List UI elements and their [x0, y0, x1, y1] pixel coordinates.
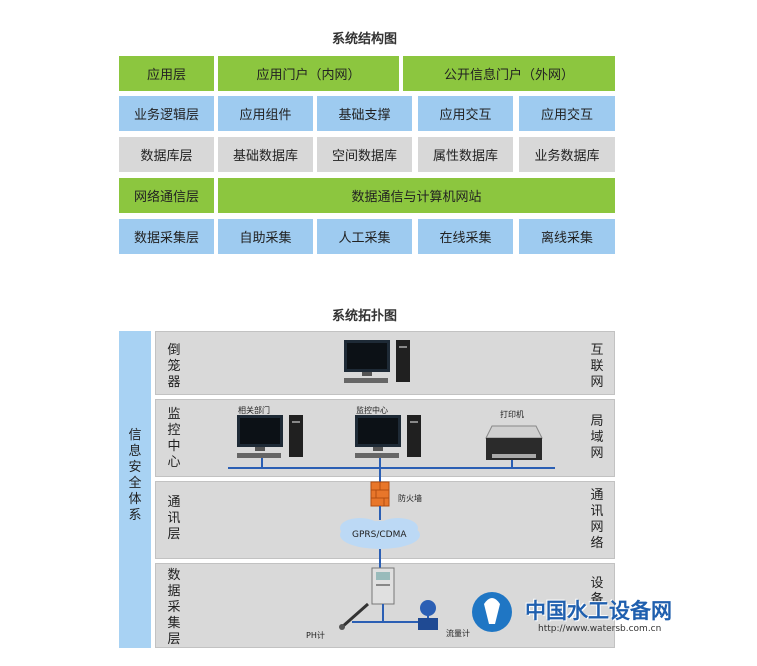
row-label-db: 数据库层	[119, 137, 214, 172]
cell-manual-collect: 人工采集	[317, 219, 412, 254]
row-label-logic: 业务逻辑层	[119, 96, 214, 131]
printer-label: 打印机	[500, 410, 524, 419]
cell-business-db: 业务数据库	[519, 137, 615, 172]
cell-app-portal-intranet: 应用门户（内网）	[218, 56, 399, 91]
band-comm-left-label: 通讯层	[167, 495, 181, 542]
band-collect-right-label: 设备	[590, 576, 604, 607]
band-collect-left-label: 数据采集层	[167, 568, 181, 647]
flow-meter-icon	[418, 600, 438, 630]
watermark-url: http://www.watersb.com.cn	[538, 624, 662, 634]
cell-public-portal-extranet: 公开信息门户（外网）	[403, 56, 615, 91]
cell-data-comm: 数据通信与计算机网站	[218, 178, 615, 213]
cell-online-collect: 在线采集	[418, 219, 513, 254]
computer-icon	[344, 340, 410, 383]
printer-icon	[485, 425, 543, 460]
row-label-app: 应用层	[119, 56, 214, 91]
structure-title: 系统结构图	[332, 32, 398, 47]
security-sidebar-label: 信息安全体系	[128, 428, 142, 523]
flow-meter-label: 流量计	[446, 629, 470, 638]
ph-meter-icon	[339, 602, 369, 630]
band-internet-left-label: 倒笼器	[167, 343, 181, 390]
cell-base-support: 基础支撑	[317, 96, 412, 131]
cell-self-collect: 自助采集	[218, 219, 313, 254]
band-lan-right-label: 局域网	[590, 414, 604, 461]
ph-meter-label: PH计	[306, 631, 325, 640]
related-dept-label: 相关部门	[238, 406, 270, 415]
cell-base-db: 基础数据库	[218, 137, 313, 172]
cell-app-component: 应用组件	[218, 96, 313, 131]
band-lan-left-label: 监控中心	[167, 407, 181, 470]
security-sidebar	[119, 331, 151, 648]
monitor-center-label: 监控中心	[356, 406, 388, 415]
computer-icon	[237, 415, 303, 458]
topology-title: 系统拓扑图	[332, 309, 398, 324]
row-label-collect: 数据采集层	[119, 219, 214, 254]
cell-offline-collect: 离线采集	[519, 219, 615, 254]
computer-icon	[355, 415, 421, 458]
cell-attr-db: 属性数据库	[418, 137, 513, 172]
firewall-label: 防火墙	[398, 494, 422, 503]
band-internet-right-label: 互联网	[590, 343, 604, 390]
cell-spatial-db: 空间数据库	[317, 137, 412, 172]
cell-app-interact-1: 应用交互	[418, 96, 513, 131]
cloud-icon	[340, 518, 420, 549]
cloud-label: GPRS/CDMA	[352, 530, 407, 540]
firewall-icon	[370, 481, 390, 507]
cabinet-icon	[371, 567, 395, 605]
watermark-name: 中国水工设备网	[525, 599, 672, 623]
watermark-logo-icon	[472, 592, 512, 632]
band-comm-right-label: 通讯网络	[590, 488, 604, 551]
row-label-network: 网络通信层	[119, 178, 214, 213]
cell-app-interact-2: 应用交互	[519, 96, 615, 131]
